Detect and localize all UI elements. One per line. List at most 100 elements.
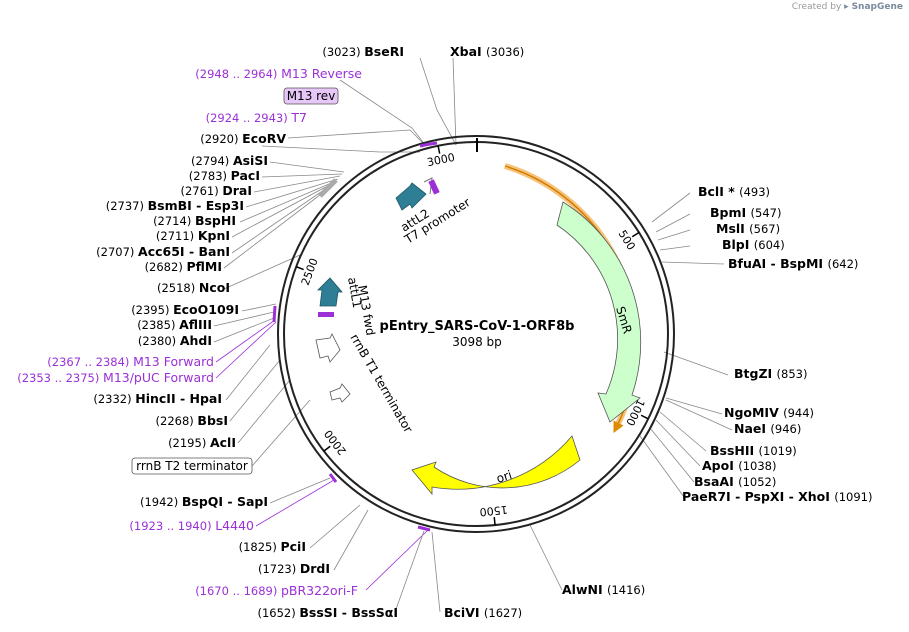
site-position: (2761)	[180, 184, 222, 198]
m13-rev-label: M13 rev	[287, 89, 336, 103]
tick-mark	[631, 231, 640, 238]
tick-label: 500	[616, 228, 638, 253]
restriction-site-label: (1942) BspQI - SapI	[140, 494, 268, 509]
site-position: (547)	[751, 206, 782, 220]
restriction-site-label: BsaAI (1052)	[694, 474, 776, 489]
tick-mark	[437, 145, 441, 154]
primer-range: (1670 .. 1689)	[195, 584, 281, 598]
site-position: (2395)	[131, 303, 173, 317]
primer-range: (2948 .. 2964)	[195, 67, 281, 81]
restriction-site-label: PaeR7I - PspXI - XhoI (1091)	[682, 489, 873, 504]
site-name: EcoO109I	[173, 302, 239, 317]
site-name: BsaAI	[694, 474, 738, 489]
rrnb-t2-terminator-arrow	[329, 383, 351, 403]
pbr322ori-primer-bar	[417, 525, 431, 532]
site-name: DraI	[222, 183, 252, 198]
primer-range: (1923 .. 1940)	[129, 519, 215, 533]
site-position: (946)	[770, 422, 801, 436]
site-name: BtgZI	[734, 366, 777, 381]
tick-mark	[295, 266, 304, 271]
site-position: (1091)	[834, 490, 872, 504]
site-name: PciI	[280, 539, 306, 554]
site-position: (2707)	[96, 245, 138, 259]
site-name: Acc65I - BanI	[138, 244, 230, 259]
restriction-site-label: (2682) PflMI	[145, 259, 222, 274]
site-position: (1416)	[607, 583, 645, 597]
site-name: BspHI	[195, 213, 236, 228]
restriction-site-label: XbaI (3036)	[450, 44, 524, 59]
restriction-site-label: BciVI (1627)	[444, 605, 522, 620]
site-name: PacI	[231, 168, 260, 183]
m13-rev-box	[283, 87, 339, 105]
ori-feature-arrow	[411, 435, 581, 496]
site-position: (3036)	[486, 45, 524, 59]
m13-forward-primer-bar	[272, 305, 277, 323]
restriction-site-label: (2783) PacI	[189, 168, 260, 183]
restriction-site-label: BssHII (1019)	[710, 443, 797, 458]
primer-name: M13 Forward	[133, 354, 214, 369]
site-name: EcoRV	[242, 131, 286, 146]
site-name: HincII - HpaI	[135, 391, 222, 406]
site-position: (2380)	[138, 334, 180, 348]
t7-promoter-arrow	[423, 177, 433, 195]
site-name: BssSI - BssSαI	[299, 605, 398, 620]
site-position: (604)	[754, 238, 785, 252]
site-position: (1723)	[258, 562, 300, 576]
site-name: KpnI	[198, 228, 230, 243]
primer-label: (2924 .. 2943) T7	[206, 110, 307, 125]
tick-mark	[640, 414, 649, 420]
site-position: (1019)	[759, 444, 797, 458]
site-name: DrdI	[300, 561, 330, 576]
primer-name: T7	[290, 110, 307, 125]
plasmid-size: 3098 bp	[452, 335, 502, 349]
site-position: (944)	[783, 406, 814, 420]
site-position: (2737)	[106, 199, 148, 213]
primer-bar-t7	[428, 179, 440, 195]
restriction-site-label: (1652) BssSI - BssSαI	[257, 605, 398, 620]
l4440-primer-bar	[328, 473, 338, 483]
site-name: AhdI	[180, 333, 212, 348]
site-name: BspQI - SapI	[182, 494, 268, 509]
primer-name: M13 Reverse	[281, 66, 362, 81]
restriction-site-label: (2385) AflIII	[137, 317, 212, 332]
plasmid-backbone-inner	[283, 141, 669, 527]
site-position: (1038)	[738, 459, 776, 473]
site-position: (2518)	[157, 281, 199, 295]
primer-range: (2924 .. 2943)	[206, 111, 292, 125]
restriction-site-label: NaeI (946)	[734, 421, 801, 436]
rrnb-t1-terminator-arrow	[315, 333, 341, 363]
restriction-site-label: BlpI (604)	[722, 237, 785, 252]
primer-label: (1670 .. 1689) pBR322ori-F	[195, 583, 358, 598]
restriction-site-label: (3023) BseRI	[322, 44, 404, 59]
site-position: (2268)	[156, 414, 198, 428]
smr-feature-arrow	[556, 201, 642, 423]
site-position: (2711)	[156, 229, 198, 243]
restriction-site-label: (2794) AsiSI	[191, 153, 268, 168]
restriction-site-label: (2380) AhdI	[138, 333, 212, 348]
site-name: BlpI	[722, 237, 754, 252]
restriction-site-label: (2518) NcoI	[157, 280, 230, 295]
snapgene-logo-icon: ▸	[844, 2, 849, 12]
site-name: BfuAI - BspMI	[728, 256, 827, 271]
site-name: NcoI	[199, 280, 230, 295]
site-name: AlwNI	[562, 582, 607, 597]
site-name: AsiSI	[233, 153, 268, 168]
site-position: (2682)	[145, 260, 187, 274]
restriction-site-label: (2714) BspHI	[153, 213, 236, 228]
tick-label: 1500	[479, 503, 508, 519]
site-position: (2783)	[189, 169, 231, 183]
restriction-site-label: BfuAI - BspMI (642)	[728, 256, 858, 271]
restriction-site-label: BtgZI (853)	[734, 366, 807, 381]
primer-range: (2367 .. 2384)	[47, 355, 133, 369]
site-position: (1052)	[738, 475, 776, 489]
tick-mark	[493, 517, 496, 526]
restriction-site-label: AlwNI (1416)	[562, 582, 645, 597]
primer-label: (2353 .. 2375) M13/pUC Forward	[17, 370, 214, 385]
tick-label: 2500	[299, 256, 321, 287]
snapgene-credit: Created by ▸ SnapGene	[792, 2, 903, 12]
site-position: (2195)	[168, 436, 210, 450]
restriction-site-label: (1723) DrdI	[258, 561, 330, 576]
site-name: XbaI	[450, 44, 486, 59]
restriction-site-label: (2395) EcoO109I	[131, 302, 239, 317]
